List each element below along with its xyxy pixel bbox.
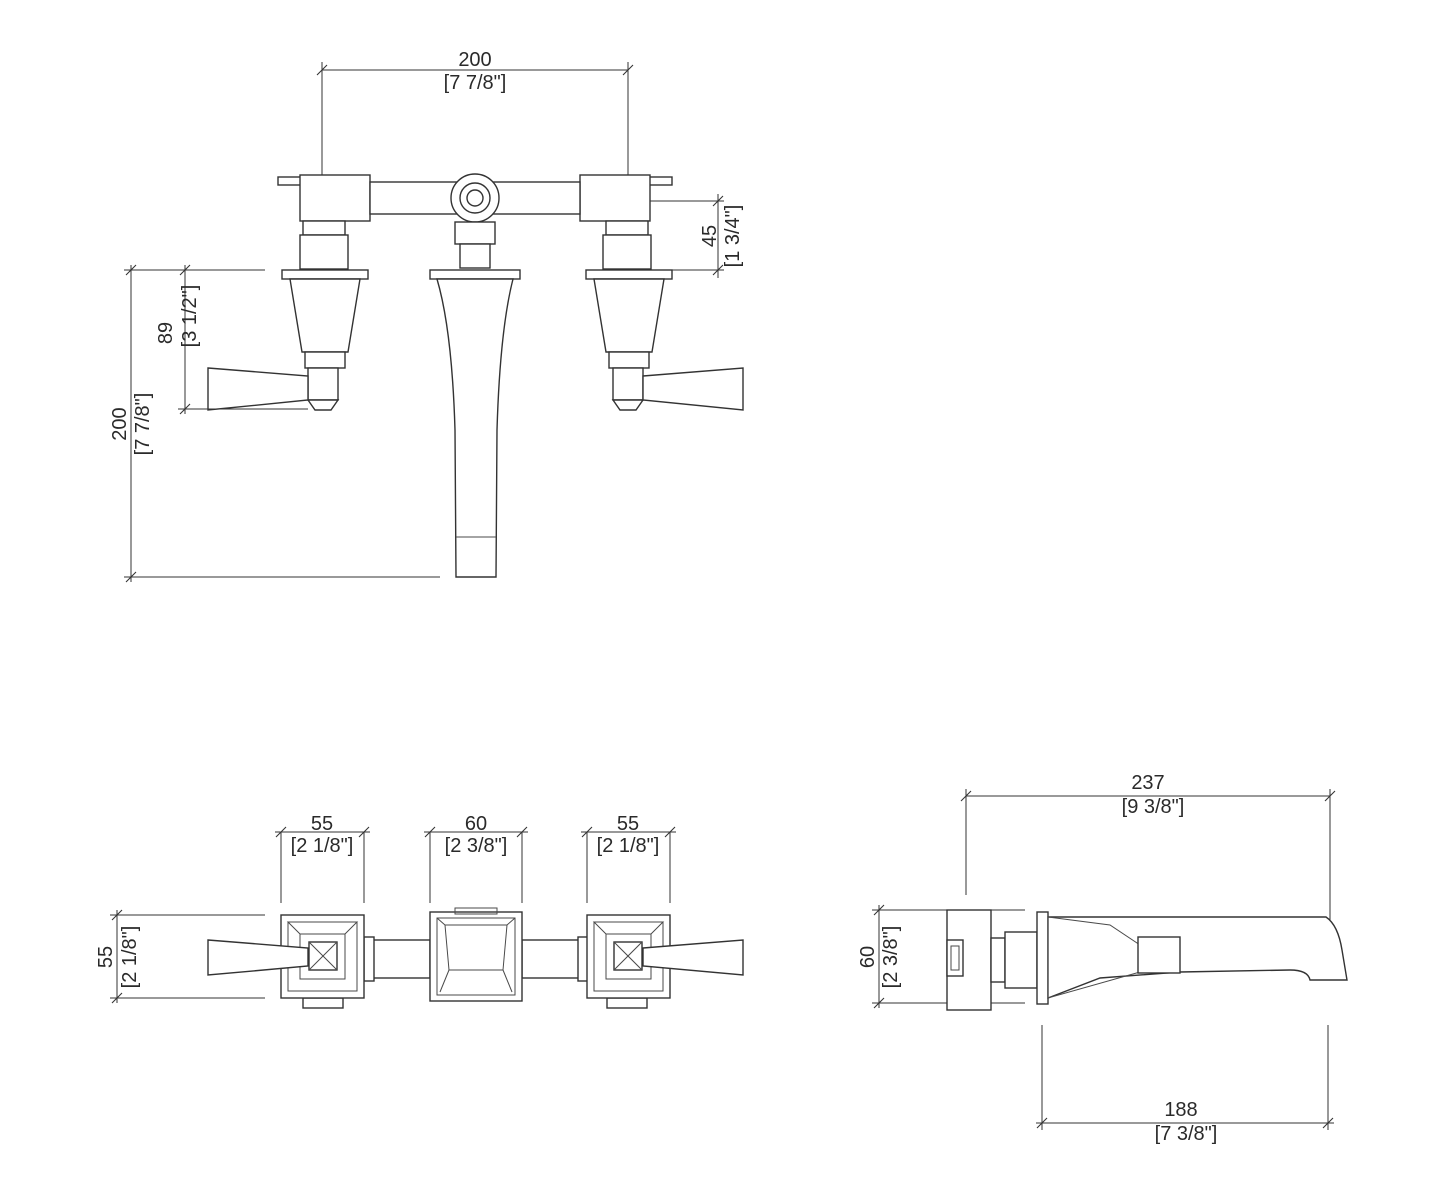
dim-center-plate-inch: [2 3/8"]: [445, 835, 508, 857]
dim-left-plate-mm: 55: [311, 813, 333, 835]
dim-plate-height-inch: [2 1/8"]: [119, 926, 141, 989]
right-handle: [585, 269, 744, 411]
dim-handle-height-inch: [3 1/2"]: [179, 285, 201, 348]
dim-side-plate-height-mm: 60: [857, 946, 879, 968]
dim-plate-height-mm: 55: [95, 946, 117, 968]
plan-view: 55 [2 1/8"] 60 [2 3/8"] 55 [2 1/8"] 55 […: [95, 813, 744, 1009]
dim-body-height-inch: [1 3/4"]: [722, 205, 744, 268]
valve-body: [277, 173, 673, 270]
right-handle-plan: [586, 914, 744, 1009]
dim-spout-height-mm: 200: [109, 407, 131, 440]
dim-top-width-inch: [7 7/8"]: [444, 72, 507, 94]
spout-side: [946, 909, 1348, 1011]
dim-top-width-mm: 200: [458, 49, 491, 71]
dim-spout-projection-mm: 188: [1164, 1099, 1197, 1121]
side-view: 237 [9 3/8"] 60 [2 3/8"] 188 [7 3/8"]: [857, 772, 1348, 1145]
left-handle-plan: [207, 914, 365, 1009]
dim-body-height-mm: 45: [699, 225, 721, 247]
dim-spout-height-inch: [7 7/8"]: [132, 393, 154, 456]
spout-plan: [429, 907, 523, 1002]
dim-right-plate-mm: 55: [617, 813, 639, 835]
dim-left-plate-inch: [2 1/8"]: [291, 835, 354, 857]
dim-overall-length-mm: 237: [1131, 772, 1164, 794]
dim-handle-height-mm: 89: [155, 322, 177, 344]
dim-right-plate-inch: [2 1/8"]: [597, 835, 660, 857]
dim-side-plate-height-inch: [2 3/8"]: [880, 926, 902, 989]
left-handle: [207, 269, 369, 411]
front-view: 200 [7 7/8"] 45 [1 3/4"]: [109, 49, 744, 583]
spout: [429, 269, 521, 578]
dim-spout-projection-inch: [7 3/8"]: [1155, 1123, 1218, 1145]
dim-overall-length-inch: [9 3/8"]: [1122, 796, 1185, 818]
dim-center-plate-mm: 60: [465, 813, 487, 835]
